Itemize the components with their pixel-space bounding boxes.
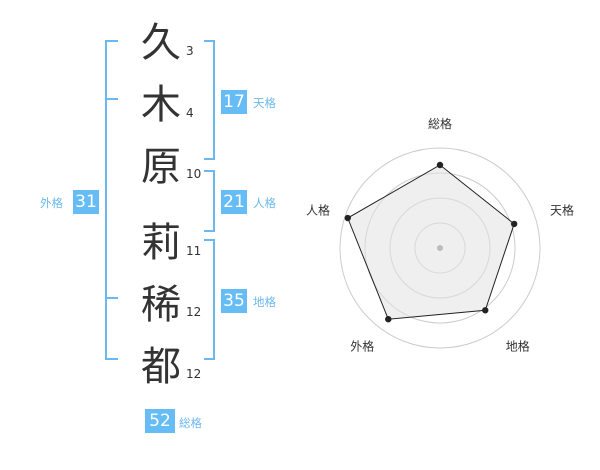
name-char-5: 稀	[141, 282, 181, 328]
chikaku-badge: 35	[221, 289, 247, 313]
stroke-count-5: 12	[186, 305, 202, 319]
name-char-1: 久	[141, 20, 181, 66]
name-char-3: 原	[141, 144, 181, 190]
gaikaku-label: 外格	[40, 196, 63, 210]
name-char-2: 木	[141, 82, 181, 128]
radar-axis-label: 総格	[428, 116, 452, 131]
radar-axis-label: 地格	[506, 339, 530, 354]
radar-point-5	[344, 214, 351, 222]
radar-point-2	[510, 220, 518, 228]
radar-axis-label: 天格	[550, 202, 574, 217]
radar-area	[347, 164, 515, 320]
tenkaku-badge: 17	[221, 90, 247, 114]
name-char-4: 莉	[141, 220, 181, 266]
soukaku-badge: 52	[145, 409, 175, 433]
tenkaku-label: 天格	[253, 96, 276, 110]
jinkaku-bracket	[204, 170, 215, 232]
jinkaku-label: 人格	[253, 196, 276, 210]
soukaku-label: 総格	[179, 416, 202, 430]
radar-axis-label: 外格	[350, 339, 374, 354]
stroke-count-3: 10	[186, 167, 202, 181]
gaikaku-bracket	[105, 40, 118, 360]
radar-point-1	[436, 161, 444, 169]
stroke-count-2: 4	[186, 106, 194, 120]
radar-axis-label: 人格	[306, 202, 330, 217]
jinkaku-badge: 21	[221, 190, 247, 214]
radar-center	[437, 245, 443, 251]
stroke-count-6: 12	[186, 367, 202, 381]
radar-point-4	[385, 315, 392, 323]
gaikaku-badge: 31	[73, 190, 99, 214]
tenkaku-bracket	[204, 40, 215, 160]
name-char-6: 都	[141, 344, 181, 390]
chikaku-bracket	[204, 239, 215, 360]
stroke-count-4: 11	[186, 244, 202, 258]
radar-point-3	[482, 307, 489, 314]
stroke-count-1: 3	[186, 44, 194, 58]
chikaku-label: 地格	[253, 295, 276, 309]
